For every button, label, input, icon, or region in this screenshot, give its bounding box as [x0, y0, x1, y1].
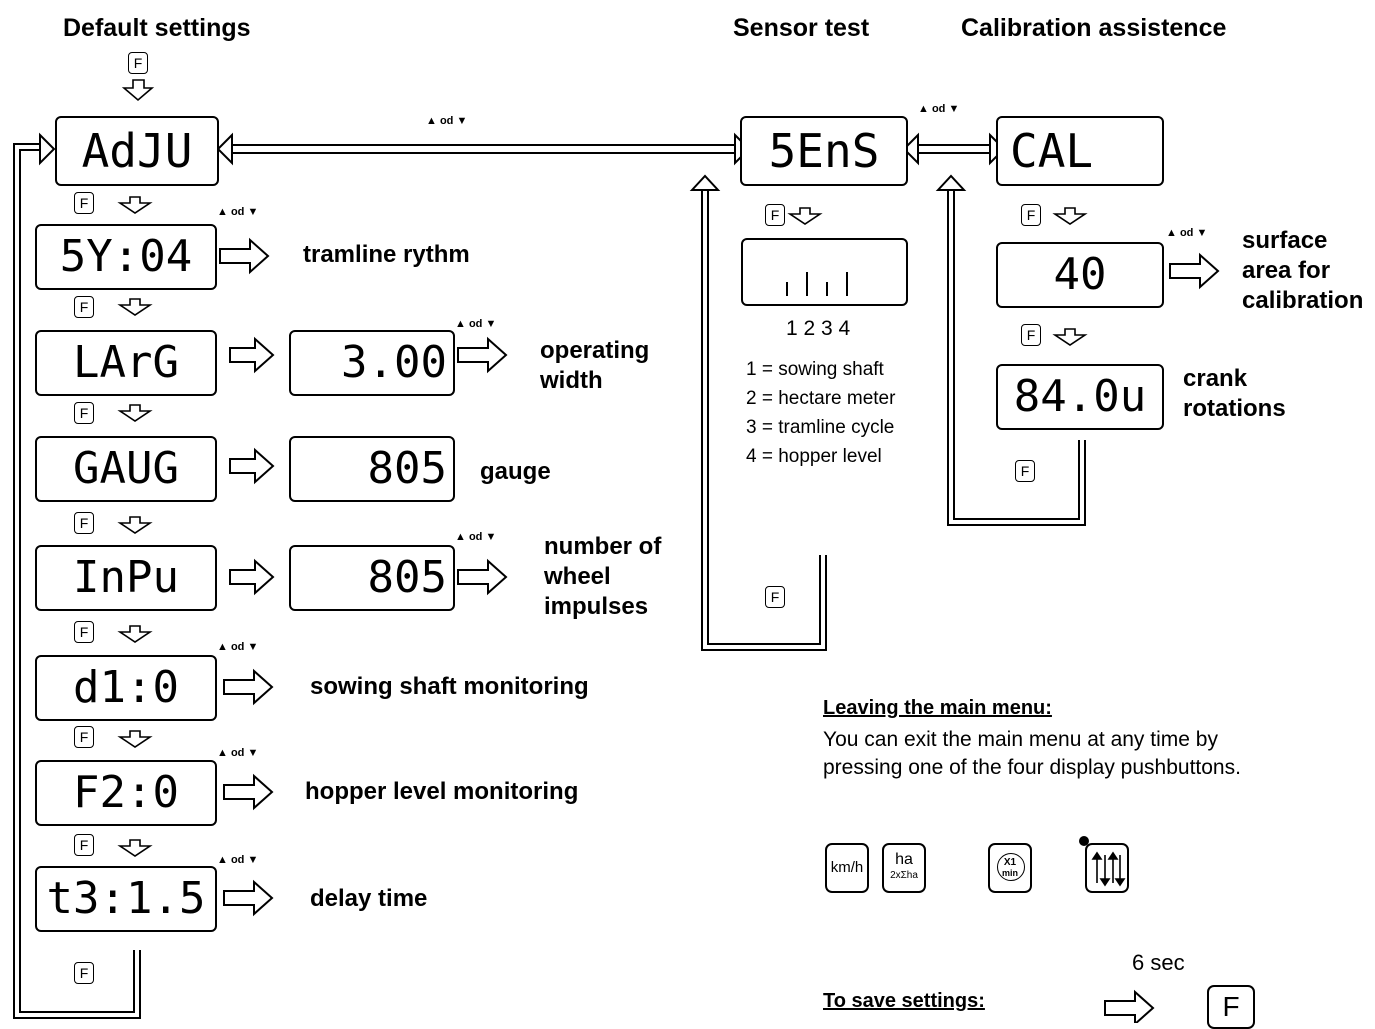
f-key[interactable]: F	[74, 402, 94, 424]
f-key[interactable]: F	[1021, 204, 1041, 226]
f-key[interactable]: F	[74, 296, 94, 318]
display-sensor-bars	[741, 238, 908, 306]
sensor-bars-graphic	[786, 272, 848, 296]
display-gaug-value: 805	[289, 436, 455, 502]
label-hopper: hopper level monitoring	[305, 778, 579, 805]
legend-item: 3 = tramline cycle	[746, 417, 895, 438]
f-key[interactable]: F	[74, 192, 94, 214]
label-operating-width: operating width	[540, 337, 650, 394]
up-down-keys[interactable]: ▲ od ▼	[455, 318, 497, 330]
label-crank: crank rotations	[1183, 365, 1286, 422]
f-key[interactable]: F	[1015, 460, 1035, 482]
display-sy04: 5Y:04	[35, 224, 217, 290]
label-wheel-impulses: number of wheel impulses	[544, 533, 662, 620]
header-default-settings: Default settings	[63, 14, 251, 42]
display-d1: d1:0	[35, 655, 217, 721]
label-gauge: gauge	[480, 458, 551, 485]
display-gaug: GAUG	[35, 436, 217, 502]
ha-button[interactable]: ha 2xΣha	[882, 843, 926, 893]
f-key[interactable]: F	[1021, 324, 1041, 346]
sensor-legend: 1 = sowing shaft 2 = hectare meter 3 = t…	[746, 355, 895, 471]
label-surface-area: surface area for calibration	[1242, 227, 1364, 314]
display-t3: t3:1.5	[35, 866, 217, 932]
f-key[interactable]: F	[74, 621, 94, 643]
legend-item: 1 = sowing shaft	[746, 359, 884, 380]
header-sensor-test: Sensor test	[733, 14, 870, 42]
rpm-button[interactable]: X1 min	[988, 843, 1032, 893]
up-down-keys[interactable]: ▲ od ▼	[918, 103, 960, 115]
save-title: To save settings:	[823, 990, 985, 1012]
display-cal: CAL	[996, 116, 1164, 186]
f-key[interactable]: F	[74, 834, 94, 856]
up-down-keys[interactable]: ▲ od ▼	[1166, 227, 1208, 239]
leaving-text: You can exit the main menu at any time b…	[823, 728, 1241, 779]
display-f2: F2:0	[35, 760, 217, 826]
save-duration: 6 sec	[1132, 950, 1185, 975]
up-down-keys[interactable]: ▲ od ▼	[455, 531, 497, 543]
display-inpu-value: 805	[289, 545, 455, 611]
display-sens: 5EnS	[740, 116, 908, 186]
display-cal-rotations: 84.0u	[996, 364, 1164, 430]
f-key[interactable]: F	[74, 726, 94, 748]
tramline-button[interactable]	[1085, 843, 1129, 893]
label-tramline: tramline rythm	[303, 241, 470, 268]
display-adju: AdJU	[55, 116, 219, 186]
f-key[interactable]: F	[765, 586, 785, 608]
leaving-title: Leaving the main menu:	[823, 697, 1052, 719]
f-key[interactable]: F	[765, 204, 785, 226]
legend-item: 4 = hopper level	[746, 446, 882, 467]
display-larg-value: 3.00	[289, 330, 455, 396]
f-key[interactable]: F	[74, 512, 94, 534]
up-down-arrows-icon	[1091, 851, 1126, 887]
up-down-keys[interactable]: ▲ od ▼	[217, 206, 259, 218]
f-key[interactable]: F	[74, 962, 94, 984]
header-calibration: Calibration assistence	[961, 14, 1227, 42]
f-key-large[interactable]: F	[1207, 985, 1255, 1029]
up-down-keys[interactable]: ▲ od ▼	[217, 641, 259, 653]
indicator-dot	[1079, 836, 1089, 846]
up-down-keys[interactable]: ▲ od ▼	[217, 747, 259, 759]
up-down-keys[interactable]: ▲ od ▼	[217, 854, 259, 866]
display-larg: LArG	[35, 330, 217, 396]
legend-item: 2 = hectare meter	[746, 388, 896, 409]
f-key[interactable]: F	[128, 52, 148, 74]
display-cal-area: 40	[996, 242, 1164, 308]
up-down-keys[interactable]: ▲ od ▼	[426, 115, 468, 127]
label-delay: delay time	[310, 885, 428, 912]
kmh-button[interactable]: km/h	[825, 843, 869, 893]
sensor-numbers: 1 2 3 4	[786, 317, 851, 340]
label-sowing-shaft: sowing shaft monitoring	[310, 673, 589, 700]
display-inpu: InPu	[35, 545, 217, 611]
